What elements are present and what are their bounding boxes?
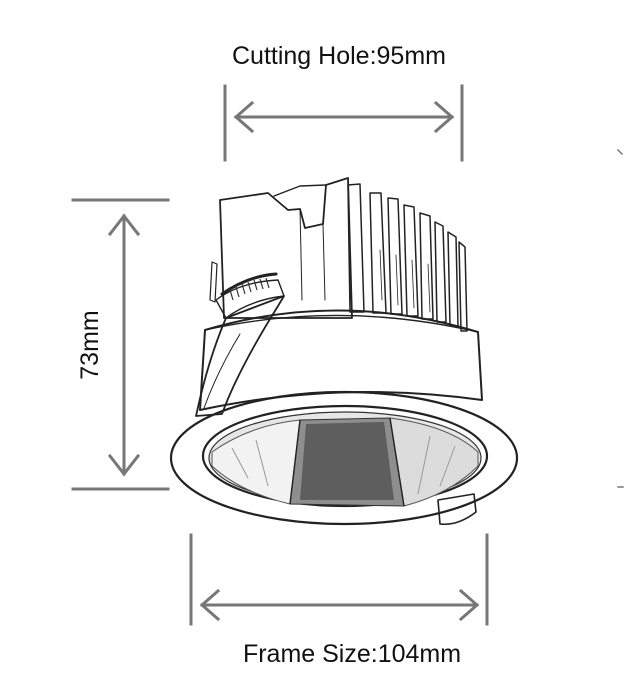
frame-size-arrowhead-right (458, 588, 480, 622)
frame-size-label: Frame Size:104mm (243, 640, 461, 668)
height-label: 73mm (76, 310, 104, 379)
height-arrowhead-top (107, 213, 141, 237)
cutting-hole-arrowhead-right (433, 100, 455, 134)
heat-sink-face-line (299, 208, 303, 301)
cutting-hole-dimension: Cutting Hole:95mm (223, 42, 464, 162)
frame-size-dimension: Frame Size:104mm (189, 533, 489, 668)
downlight-illustration (169, 177, 519, 526)
cylinder-top-rim (204, 314, 479, 333)
spring-clip-tab (437, 493, 477, 526)
cutting-hole-label: Cutting Hole:95mm (232, 42, 446, 70)
spring-clip-left (195, 261, 285, 417)
height-arrowhead-bottom (107, 453, 141, 477)
heat-sink-fins (347, 183, 468, 332)
frame-size-arrowhead-left (199, 588, 221, 622)
cutting-hole-arrowhead-left (233, 100, 255, 134)
reflector-cone (208, 411, 482, 507)
heat-sink-face-line-2 (322, 223, 326, 301)
cylinder-housing (199, 309, 483, 411)
heat-sink-top-edge (273, 184, 327, 197)
heat-sink-body (219, 177, 353, 319)
edge-mark-top (616, 148, 624, 156)
trim-ring-outer (169, 390, 519, 526)
height-dimension: 73mm (71, 198, 170, 491)
trim-ring-inner (201, 404, 489, 508)
